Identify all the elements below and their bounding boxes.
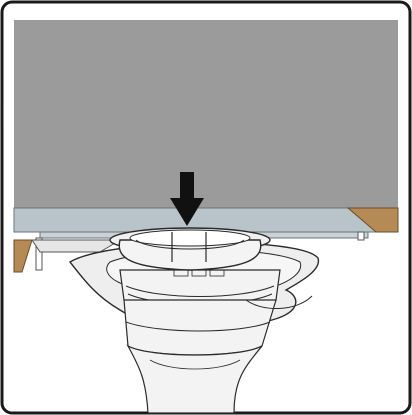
stem-taper-line — [149, 359, 241, 370]
wood-left — [13, 239, 33, 273]
nozzle-body — [118, 239, 262, 271]
tab-right — [357, 231, 365, 241]
lower-cylinder-band — [125, 321, 271, 332]
countertop — [14, 20, 398, 208]
tab-left — [35, 237, 43, 271]
nozzle-opening-inner — [129, 229, 251, 247]
arrow-down-icon — [170, 172, 204, 226]
thread-line-1 — [125, 285, 275, 297]
stem — [126, 344, 263, 414]
wood-right — [346, 207, 399, 233]
nozzle-opening-shade — [135, 239, 245, 250]
collar-mark-3 — [209, 269, 225, 277]
flange-tip — [245, 295, 313, 310]
